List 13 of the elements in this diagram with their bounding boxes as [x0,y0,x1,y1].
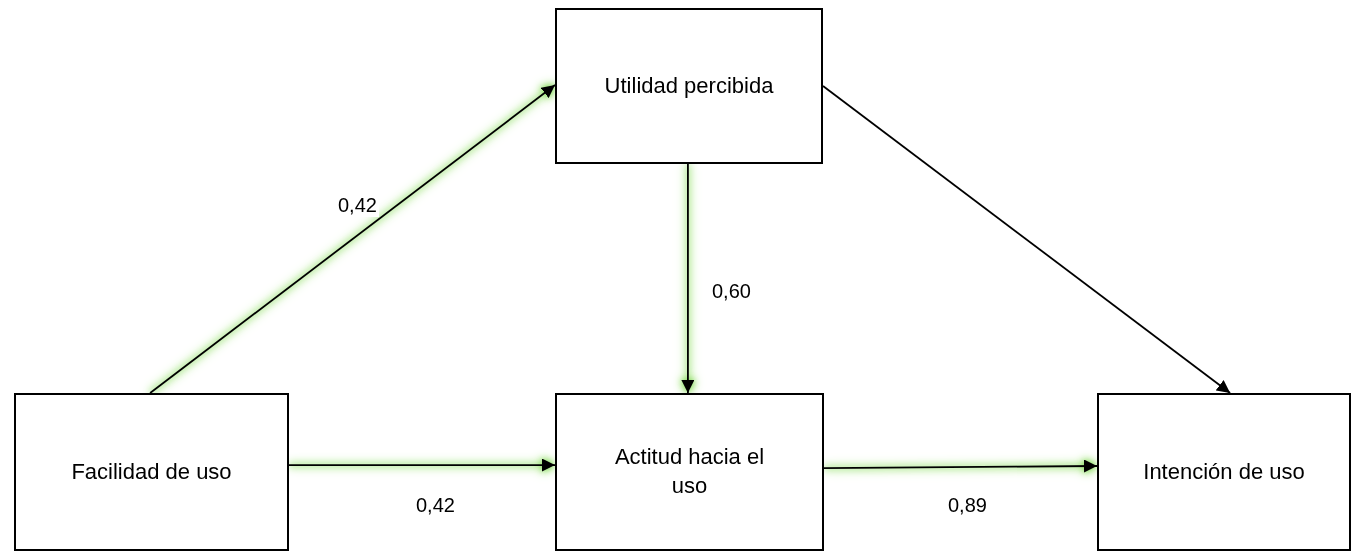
node-label: Facilidad de uso [71,457,232,486]
node-label: Actitud hacia el uso [613,443,766,500]
concept-box [555,393,824,551]
arrow [822,85,1231,394]
arrow [681,163,695,394]
node-label: Intención de uso [1143,457,1305,486]
concept-box [1097,393,1351,551]
arrow [288,458,556,472]
arrow [823,459,1098,473]
concept-box [555,8,823,164]
concept-box [14,393,289,551]
arrow [149,84,556,394]
node-label: Utilidad percibida [604,71,774,100]
